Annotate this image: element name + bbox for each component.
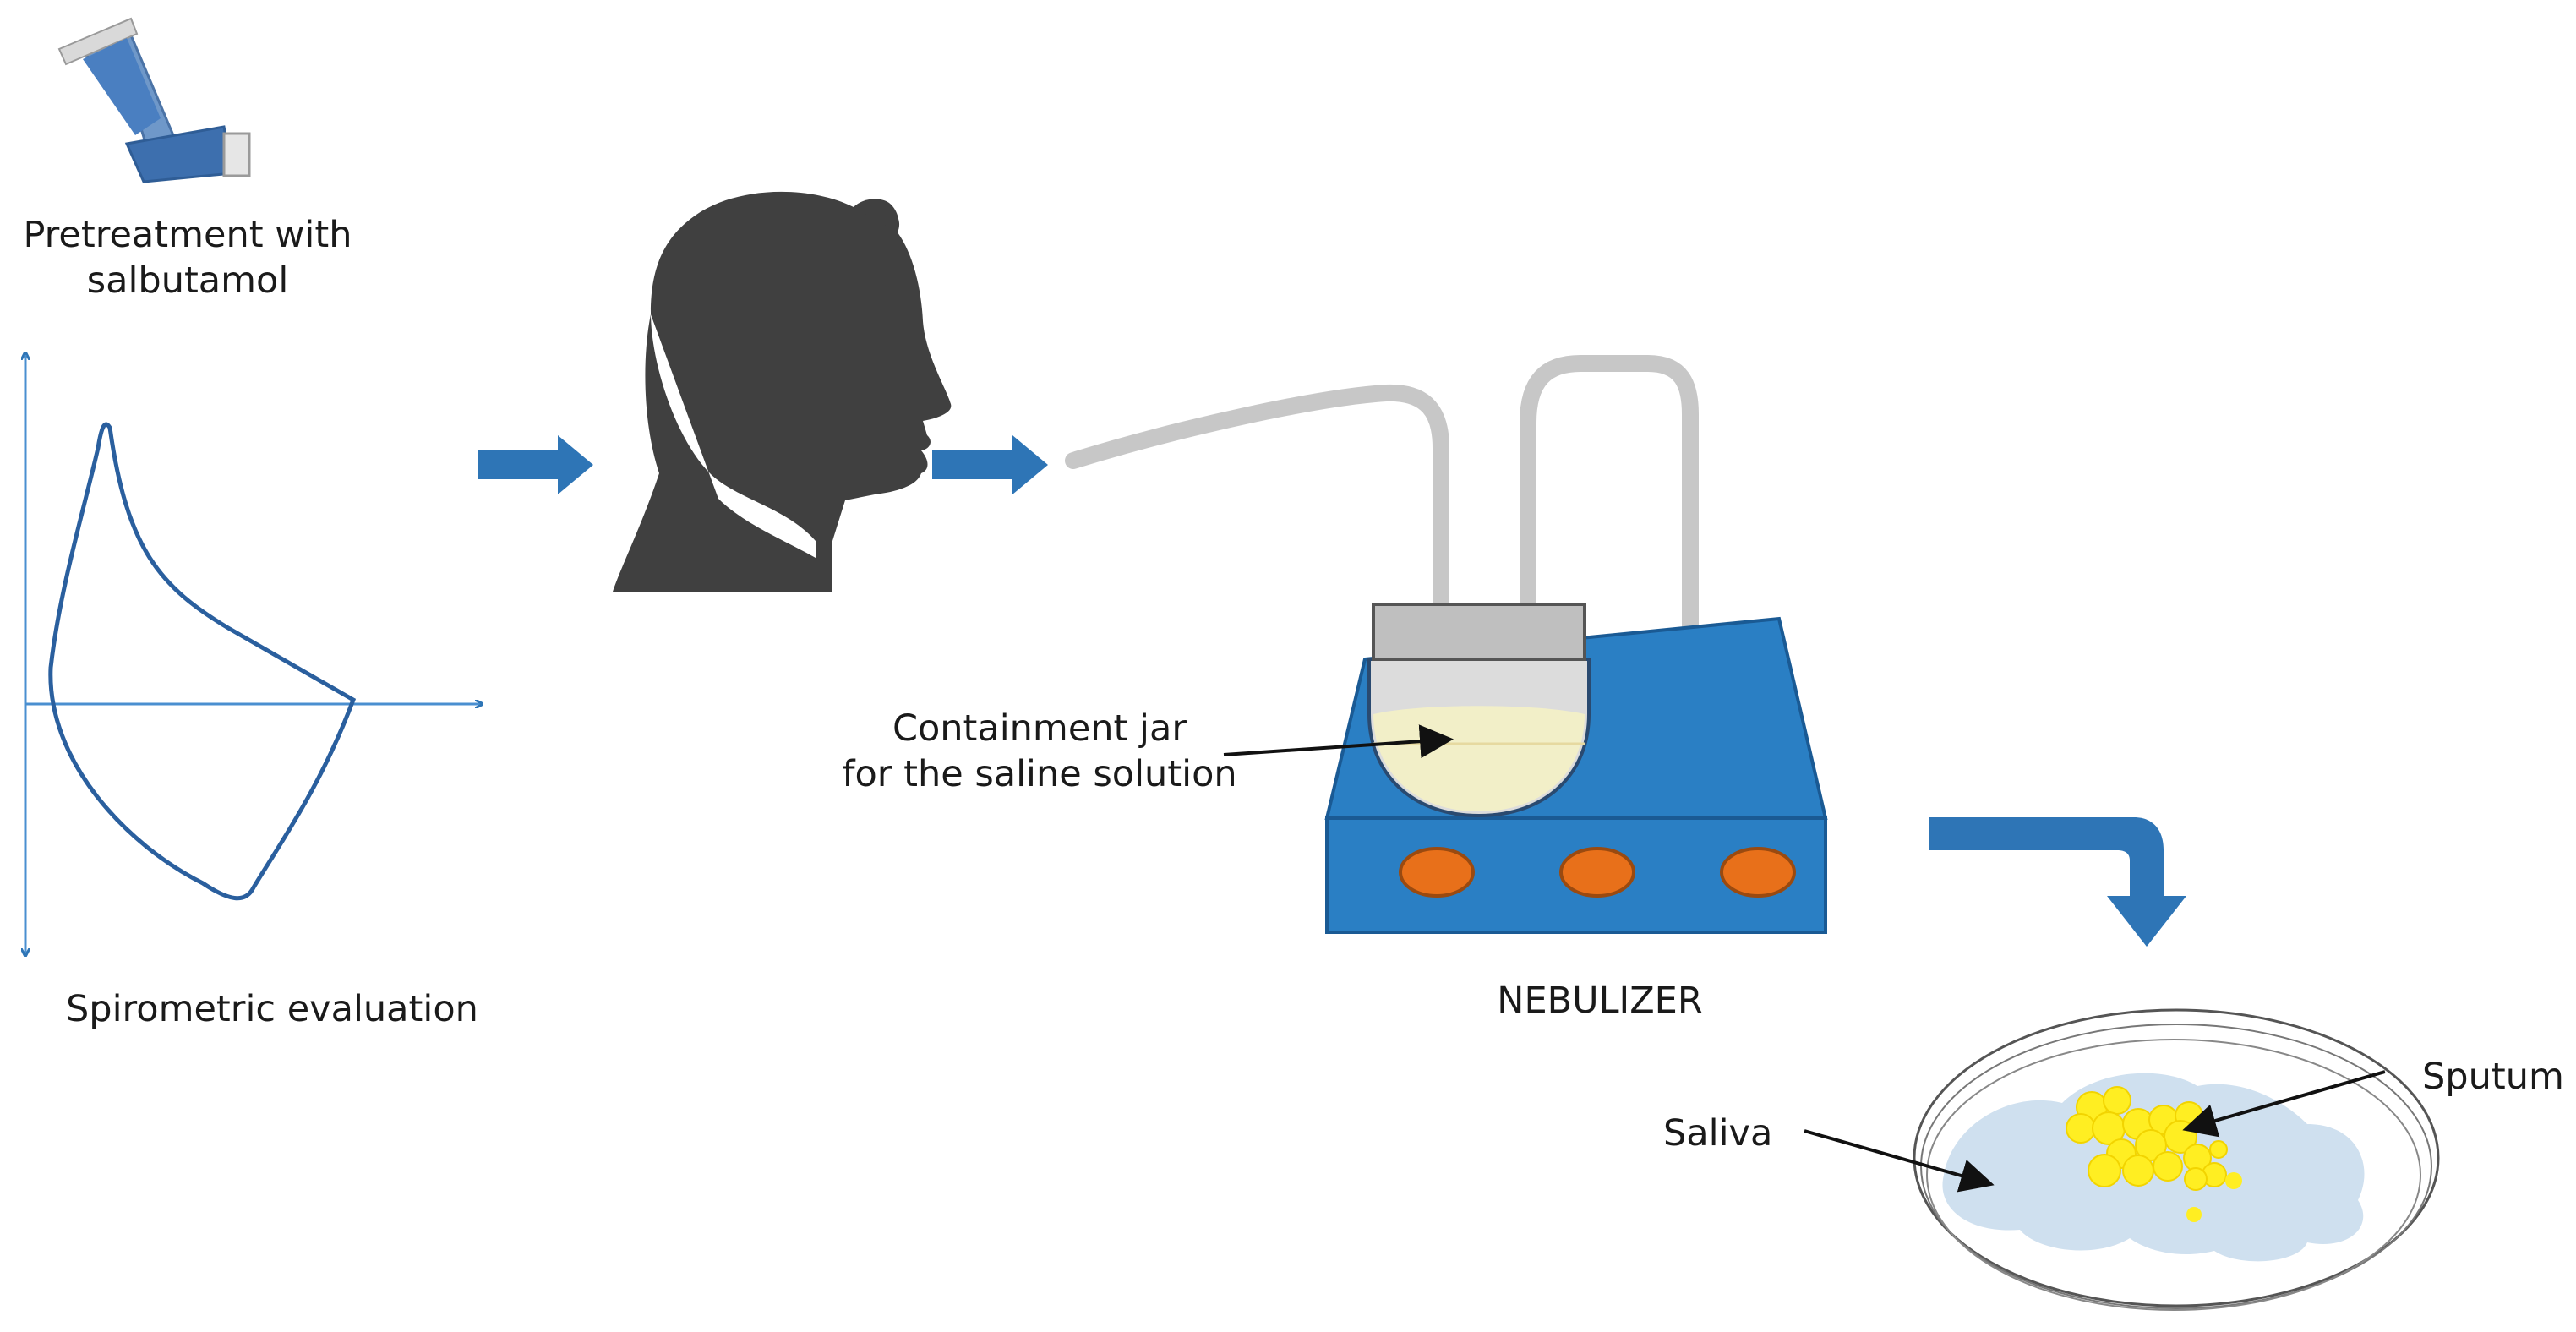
- inhaler-icon: [57, 17, 251, 183]
- spirometric-label: Spirometric evaluation: [66, 988, 478, 1030]
- pointer-arrows: [1223, 724, 2386, 1193]
- containment-line2: for the saline solution: [842, 752, 1237, 795]
- containment-line1: Containment jar: [892, 707, 1187, 750]
- saliva-label: Saliva: [1663, 1112, 1773, 1155]
- arrow-to-head: [478, 435, 593, 494]
- flow-volume-loop-icon: [25, 353, 482, 955]
- sputum-label: Sputum: [2422, 1056, 2564, 1098]
- nebulizer-label: NEBULIZER: [1497, 980, 1703, 1022]
- containment-label: Containment jar for the saline solution: [842, 707, 1236, 798]
- nebulizer-tubes: [1065, 355, 1699, 668]
- head-silhouette-icon: [613, 191, 952, 592]
- pretreatment-line2: salbutamol: [86, 259, 289, 302]
- arrow-to-dish: [1929, 817, 2186, 947]
- arrow-to-tube: [932, 435, 1048, 494]
- nebulizer-device-icon: [1324, 603, 1828, 934]
- pretreatment-line1: Pretreatment with: [23, 214, 352, 256]
- petri-dish-icon: [1913, 1008, 2440, 1311]
- pretreatment-label: Pretreatment with salbutamol: [24, 213, 352, 304]
